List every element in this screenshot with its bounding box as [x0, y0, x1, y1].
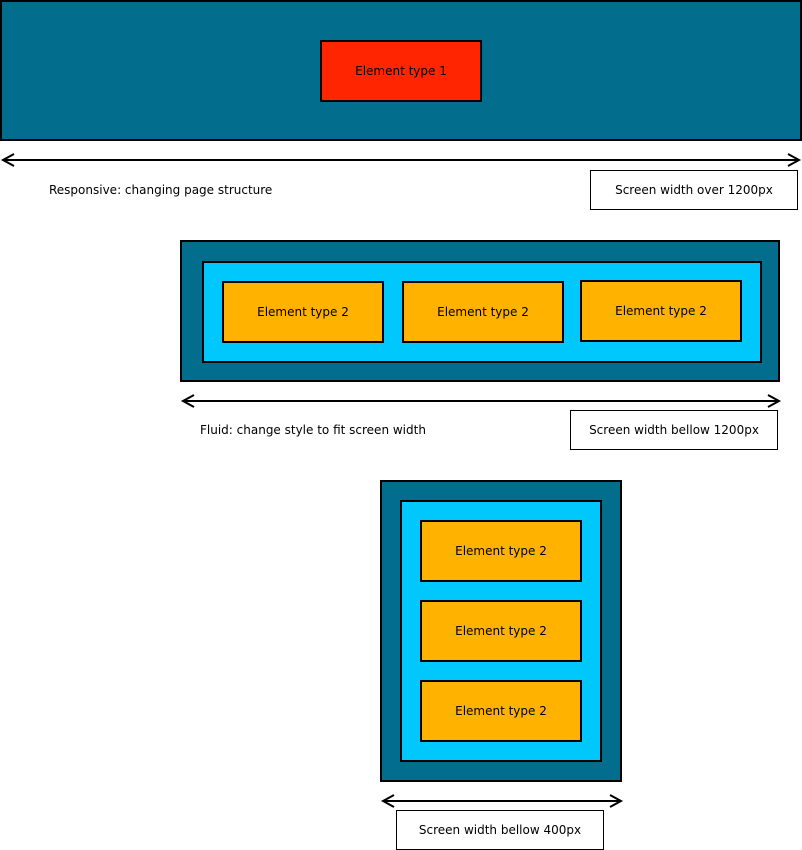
width-label-below-400: Screen width bellow 400px [396, 810, 604, 850]
mobile-element-type-2-box: Element type 2 [420, 680, 582, 742]
mobile-element-label: Element type 2 [455, 544, 547, 558]
width-arrow-below-400 [380, 794, 624, 808]
fluid-element-label: Element type 2 [437, 305, 529, 319]
width-arrow-over-1200 [0, 153, 802, 167]
width-label-below-1200-text: Screen width bellow 1200px [589, 423, 759, 437]
width-label-below-1200: Screen width bellow 1200px [570, 410, 778, 450]
element-type-1-box: Element type 1 [320, 40, 482, 102]
fluid-element-label: Element type 2 [615, 304, 707, 318]
mobile-element-label: Element type 2 [455, 624, 547, 638]
width-label-over-1200-text: Screen width over 1200px [615, 183, 773, 197]
width-label-over-1200: Screen width over 1200px [590, 170, 798, 210]
fluid-element-type-2-box: Element type 2 [402, 281, 564, 343]
fluid-element-label: Element type 2 [257, 305, 349, 319]
element-type-1-label: Element type 1 [355, 64, 447, 78]
width-label-below-400-text: Screen width bellow 400px [418, 823, 582, 837]
fluid-caption: Fluid: change style to fit screen width [200, 423, 426, 437]
width-arrow-below-1200 [180, 394, 782, 408]
mobile-element-type-2-box: Element type 2 [420, 520, 582, 582]
mobile-element-type-2-box: Element type 2 [420, 600, 582, 662]
mobile-element-label: Element type 2 [455, 704, 547, 718]
fluid-element-type-2-box: Element type 2 [580, 280, 742, 342]
responsive-caption: Responsive: changing page structure [49, 183, 273, 197]
fluid-element-type-2-box: Element type 2 [222, 281, 384, 343]
